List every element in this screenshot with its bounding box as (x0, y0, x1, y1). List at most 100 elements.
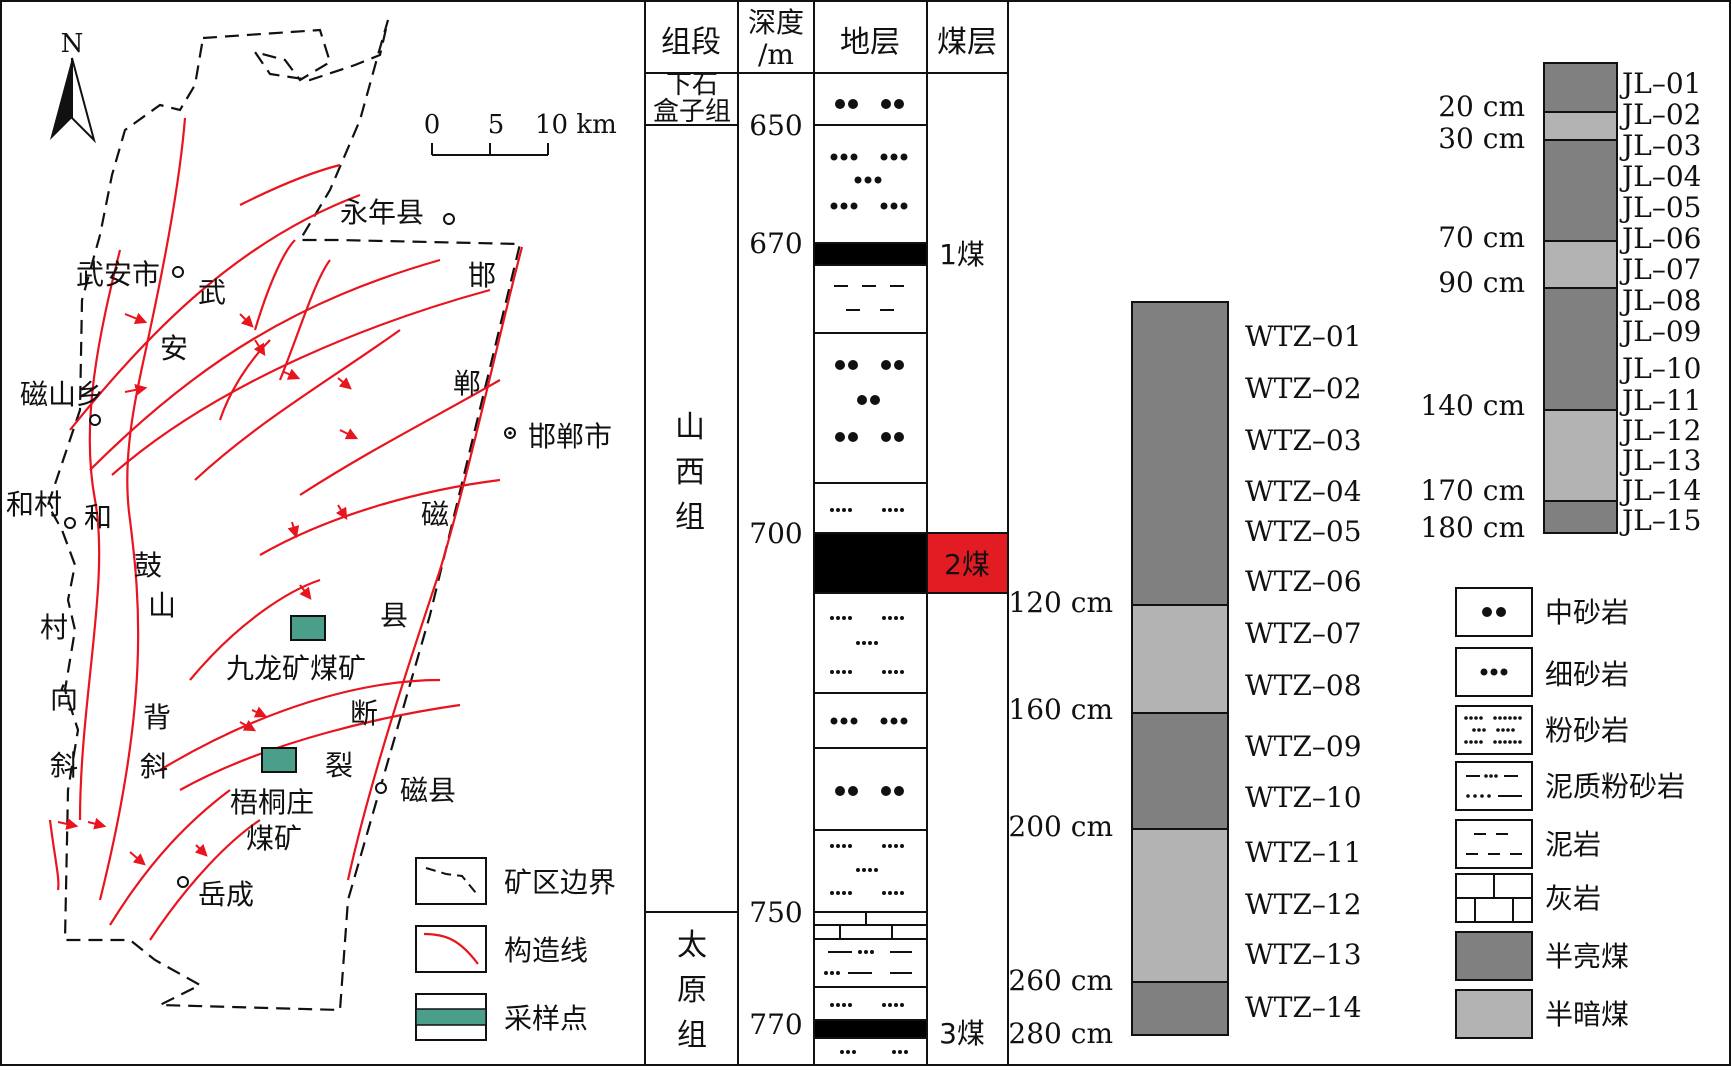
sample-point-wutongzhuang (261, 747, 297, 773)
jl-depth-70: 70 cm (1438, 221, 1525, 254)
label-cishanxiang: 磁山乡 (20, 378, 104, 411)
header-strata: 地层 (840, 25, 900, 60)
legend-swatch-muddy-siltstone (1455, 761, 1533, 811)
unit-taiyuan-3: 组 (677, 1018, 707, 1053)
city-dot-icon (508, 431, 512, 435)
label-wuan: 武安市 (76, 258, 160, 291)
wtz-sample: WTZ–02 (1245, 372, 1362, 405)
jl-sample: JL–02 (1619, 98, 1701, 131)
struct-cun: 村 (40, 611, 68, 644)
struct-xiang: 向 (50, 682, 78, 715)
depth-750: 750 (749, 896, 802, 929)
struct-wu: 武 (198, 276, 226, 309)
jl-sample: JL–10 (1619, 352, 1701, 385)
strata-patterns (814, 99, 927, 1054)
sample-point-jiulong (290, 615, 326, 641)
unit-taiyuan-2: 原 (677, 973, 707, 1008)
wtz-depth-120: 120 cm (1008, 586, 1113, 619)
struct-shan: 山 (148, 589, 176, 622)
jl-sample: JL–09 (1619, 315, 1701, 348)
scale-tick-10: 10 km (535, 110, 617, 140)
legend-limestone: 灰岩 (1545, 882, 1601, 915)
jl-sample: JL–06 (1619, 222, 1701, 255)
wtz-sample: WTZ–06 (1245, 565, 1362, 598)
header-unit: 组段 (661, 25, 721, 60)
jl-sample: JL–01 (1619, 67, 1701, 100)
label-yuecheng: 岳成 (198, 878, 254, 911)
coal-2-label: 2煤 (944, 548, 990, 581)
legend-structure-label: 构造线 (504, 934, 588, 967)
coal-3-label: 3煤 (939, 1017, 985, 1050)
wtz-sample: WTZ–07 (1245, 617, 1362, 650)
wtz-sample: WTZ–12 (1245, 888, 1362, 921)
legend-siltstone: 粉砂岩 (1545, 714, 1629, 747)
legend-swatch-medium-sandstone (1455, 587, 1533, 637)
jl-sample: JL–14 (1619, 474, 1701, 507)
strat-column: 组段 深度 /m 地层 煤层 下石 盒子组 山 西 组 太 原 组 650 67… (645, 1, 1009, 1066)
legend-swatch-semibright-coal (1455, 931, 1533, 981)
wtz-sample: WTZ–10 (1245, 781, 1362, 814)
strata-layers (813, 72, 928, 1066)
scale-tick-5: 5 (488, 110, 505, 140)
place-markers (64, 213, 516, 888)
jl-sample: JL–04 (1619, 160, 1701, 193)
legend-sample-fill (415, 1008, 487, 1026)
legend-medium-sandstone: 中砂岩 (1545, 596, 1629, 629)
jl-sample: JL–15 (1619, 504, 1701, 537)
wtz-depth-260: 260 cm (1008, 964, 1113, 997)
header-coal: 煤层 (937, 25, 997, 60)
jl-sample-labels: JL–01 JL–02 JL–03 JL–04 JL–05 JL–06 JL–0… (1619, 67, 1701, 537)
scale-bar: 0 5 10 km (424, 110, 617, 156)
mine-boundary (46, 19, 522, 1012)
jl-depth-30: 30 cm (1438, 122, 1525, 155)
jl-sample: JL–03 (1619, 129, 1701, 162)
legend-swatch-siltstone (1455, 705, 1533, 755)
jl-sample: JL–05 (1619, 191, 1701, 224)
struct-an: 安 (160, 332, 188, 365)
label-handan: 邯郸市 (528, 420, 612, 453)
struct-lie: 裂 (325, 749, 353, 782)
jl-sample: JL–12 (1619, 414, 1701, 447)
legend-structure-swatch (415, 925, 487, 973)
struct-gu: 鼓 (134, 549, 162, 582)
jl-depth-90: 90 cm (1438, 266, 1525, 299)
legend-swatch-mudstone (1455, 819, 1533, 869)
wtz-sample: WTZ–09 (1245, 730, 1362, 763)
header-depth-unit: /m (758, 38, 794, 71)
jl-depth-170: 170 cm (1420, 474, 1525, 507)
header-depth: 深度 (748, 6, 804, 39)
legend-semibright-coal: 半亮煤 (1545, 940, 1629, 973)
coal2-highlight (926, 532, 1009, 594)
jl-sample: JL–11 (1619, 384, 1701, 417)
jl-depth-140: 140 cm (1420, 389, 1525, 422)
legend-structure-line (423, 932, 479, 965)
jl-sample: JL–08 (1619, 284, 1701, 317)
structure-names: 武 安 邯 郸 磁 县 断 裂 和 村 向 斜 鼓 山 背 斜 (40, 259, 496, 783)
unit-shanxi-1: 山 (675, 410, 705, 445)
jl-sample: JL–13 (1619, 444, 1701, 477)
struct-ci: 磁 (421, 498, 449, 531)
legend-fine-sandstone: 细砂岩 (1545, 658, 1629, 691)
unit-xiashihezi-2: 盒子组 (653, 97, 731, 127)
wtz-sample-labels: WTZ–01 WTZ–02 WTZ–03 WTZ–04 WTZ–05 WTZ–0… (1245, 320, 1362, 1024)
struct-xian: 县 (380, 599, 408, 632)
depth-700: 700 (749, 517, 802, 550)
wtz-sample: WTZ–11 (1245, 836, 1362, 869)
struct-han: 邯 (468, 259, 496, 292)
struct-dan: 郸 (453, 367, 481, 400)
legend-boundary-line (425, 867, 477, 894)
map-panel: N 0 5 10 km (6, 19, 617, 1041)
struct-bei: 背 (143, 701, 171, 734)
unit-taiyuan-1: 太 (677, 928, 707, 963)
wtz-sample: WTZ–05 (1245, 515, 1362, 548)
label-cixian: 磁县 (400, 774, 456, 807)
legend-muddy-siltstone: 泥质粉砂岩 (1545, 770, 1685, 803)
struct-duan: 断 (350, 697, 378, 730)
legend-swatch-semidull-coal (1455, 989, 1533, 1039)
scale-tick-0: 0 (424, 110, 441, 140)
wtz-sample: WTZ–03 (1245, 424, 1362, 457)
label-jiulong: 九龙矿煤矿 (226, 652, 366, 685)
fault-arrows (57, 312, 359, 866)
